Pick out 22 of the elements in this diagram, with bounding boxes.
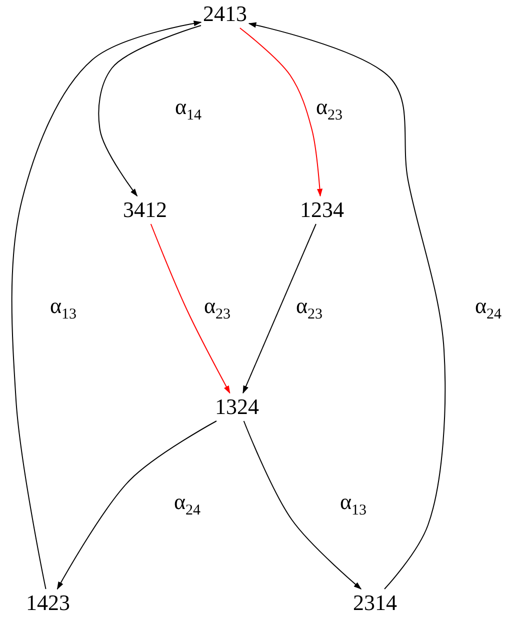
arrow — [243, 420, 362, 590]
node-label: 2314 — [347, 590, 403, 616]
arrow — [242, 224, 316, 394]
math-label: α$_{23}$ — [204, 293, 231, 324]
node-label: 2413 — [197, 1, 253, 27]
math-label: α$_{13}$ — [50, 293, 77, 324]
arrow — [239, 28, 323, 197]
math-label: α$_{24}$ — [174, 489, 201, 520]
arrow — [56, 420, 217, 590]
math-label: α$_{14}$ — [175, 94, 202, 126]
arrow — [150, 224, 230, 394]
math-label: α$_{13}$ — [340, 489, 367, 520]
math-label: α$_{23}$ — [296, 293, 323, 324]
node-label: 1324 — [209, 394, 265, 420]
node-label: 3412 — [117, 197, 173, 223]
math-label: α$_{24}$ — [475, 293, 502, 324]
node-label: 1234 — [294, 197, 350, 223]
arrow — [98, 24, 202, 197]
arrow — [248, 22, 446, 590]
node-label: 1423 — [20, 590, 76, 616]
arrow — [11, 20, 202, 590]
math-label: α$_{23}$ — [316, 94, 343, 126]
